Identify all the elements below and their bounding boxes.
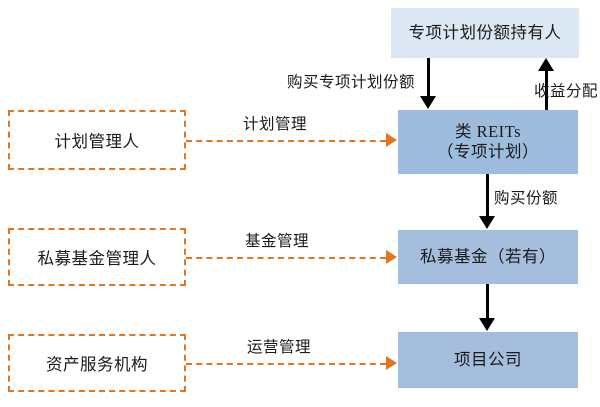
arrow-down-icon-private-fund-to-project-company xyxy=(479,318,495,331)
connector-reits-to-private-fund xyxy=(486,174,489,218)
dashed-connector-operation-management xyxy=(186,363,386,365)
connector-private-fund-to-project-company xyxy=(486,284,489,320)
dashed-arrowhead-icon-plan-management xyxy=(386,133,397,147)
arrow-down-icon-holder-to-reits xyxy=(420,96,436,109)
node-label-line1: 项目公司 xyxy=(454,349,522,369)
node-label-line1: 类 REITs xyxy=(454,121,522,141)
connector-reits-to-holder xyxy=(545,70,548,110)
node-label: 计划管理人 xyxy=(54,132,140,151)
dashed-arrowhead-icon-fund-management xyxy=(386,250,397,264)
node-plan-share-holder: 专项计划份额持有人 xyxy=(391,8,579,58)
connector-holder-to-reits xyxy=(427,58,430,98)
node-label-line1: 专项计划份额持有人 xyxy=(408,22,562,42)
edge-label-buy-plan-share: 购买专项计划份额 xyxy=(287,74,416,91)
arrow-down-icon-reits-to-private-fund xyxy=(479,216,495,229)
node-private-fund: 私募基金（若有） xyxy=(398,230,578,284)
dashed-connector-plan-management xyxy=(186,140,386,142)
node-pe-fund-manager: 私募基金管理人 xyxy=(8,228,186,286)
node-project-company: 项目公司 xyxy=(398,332,578,388)
dashed-arrowhead-icon-operation-management xyxy=(386,356,397,370)
node-label-line1: 私募基金（若有） xyxy=(420,246,556,266)
node-label-line2: （专项计划） xyxy=(437,142,539,161)
dashed-connector-fund-management xyxy=(186,257,386,259)
node-plan-manager: 计划管理人 xyxy=(8,110,186,170)
edge-label-plan-management: 计划管理 xyxy=(243,116,308,133)
edge-label-fund-management: 基金管理 xyxy=(245,233,310,250)
node-label: 私募基金管理人 xyxy=(37,249,157,268)
arrow-up-icon-reits-to-holder xyxy=(538,58,554,71)
edge-label-income-distribution: 收益分配 xyxy=(534,83,599,100)
node-reits: 类 REITs （专项计划） xyxy=(398,110,578,174)
node-label: 资产服务机构 xyxy=(46,355,148,374)
edge-label-operation-management: 运营管理 xyxy=(247,339,312,356)
edge-label-buy-share: 购买份额 xyxy=(494,190,559,207)
node-asset-service-institution: 资产服务机构 xyxy=(8,334,186,392)
